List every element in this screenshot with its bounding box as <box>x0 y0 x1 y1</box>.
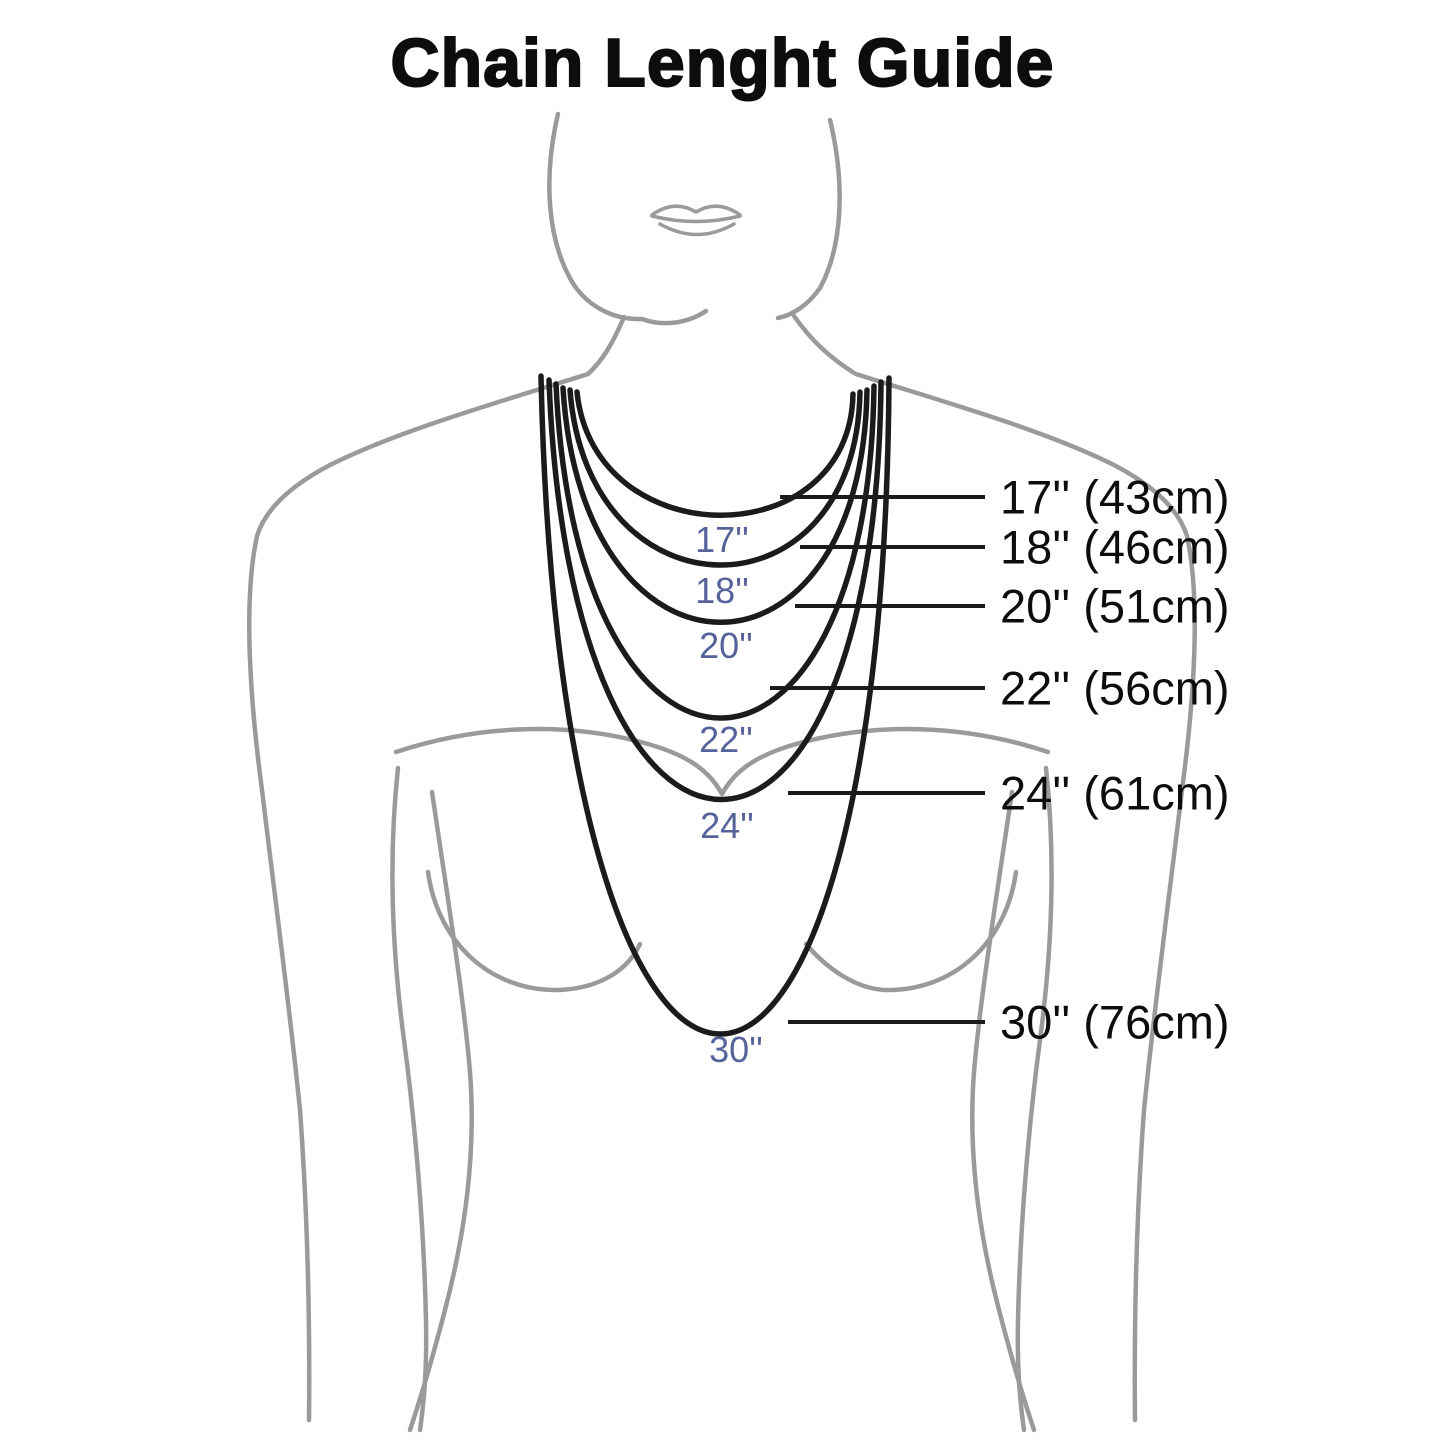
side-labels: 17'' (43cm) 18'' (46cm) 20'' (51cm) 22''… <box>1000 471 1230 1049</box>
breast-left-curve <box>425 869 643 993</box>
chain-inner-label-18: 18'' <box>695 570 749 611</box>
chain-side-label-22: 22'' (56cm) <box>1000 662 1230 715</box>
chain-inner-label-30: 30'' <box>709 1029 763 1070</box>
chain-inner-label-17: 17'' <box>695 519 749 560</box>
chain-17-curve <box>574 389 856 518</box>
neck-line-right <box>791 313 857 376</box>
lips-mid-line <box>650 214 742 224</box>
chain-18-curve <box>567 387 863 568</box>
chain-24-curve <box>546 377 884 803</box>
leader-lines <box>770 495 985 1024</box>
inner-arm-left-line <box>390 765 429 1433</box>
inner-labels: 17'' 18'' 20'' 22'' 24'' 30'' <box>695 519 763 1070</box>
torso-side-left-line <box>407 789 474 1433</box>
chain-20-curve <box>560 385 870 625</box>
face-left-outline <box>547 111 645 322</box>
necklace-chains <box>538 373 892 1037</box>
shoulder-arm-right-outline <box>853 371 1197 1423</box>
inner-arm-right-line <box>1015 765 1054 1433</box>
woman-silhouette <box>247 111 1197 1433</box>
breast-right-curve <box>803 869 1019 993</box>
chin-line <box>639 308 709 326</box>
page-title: Chain Lenght Guide <box>390 24 1055 102</box>
lips-icon <box>650 204 742 217</box>
chain-side-label-30: 30'' (76cm) <box>1000 996 1230 1049</box>
chain-side-label-18: 18'' (46cm) <box>1000 521 1230 574</box>
chain-side-label-24: 24'' (61cm) <box>1000 767 1230 820</box>
face-right-outline <box>775 117 842 321</box>
chain-side-label-20: 20'' (51cm) <box>1000 580 1230 633</box>
chain-30-curve <box>538 373 892 1037</box>
chain-inner-label-24: 24'' <box>700 805 754 846</box>
neck-line-left <box>585 314 627 377</box>
torso-side-right-line <box>970 789 1037 1433</box>
chain-inner-label-20: 20'' <box>699 625 753 666</box>
chain-inner-label-22: 22'' <box>699 719 753 760</box>
lower-lip-line <box>658 222 736 237</box>
chest-line <box>393 726 1051 797</box>
chain-22-curve <box>553 381 877 721</box>
shoulder-arm-left-outline <box>247 371 591 1423</box>
chain-side-label-17: 17'' (43cm) <box>1000 471 1230 524</box>
